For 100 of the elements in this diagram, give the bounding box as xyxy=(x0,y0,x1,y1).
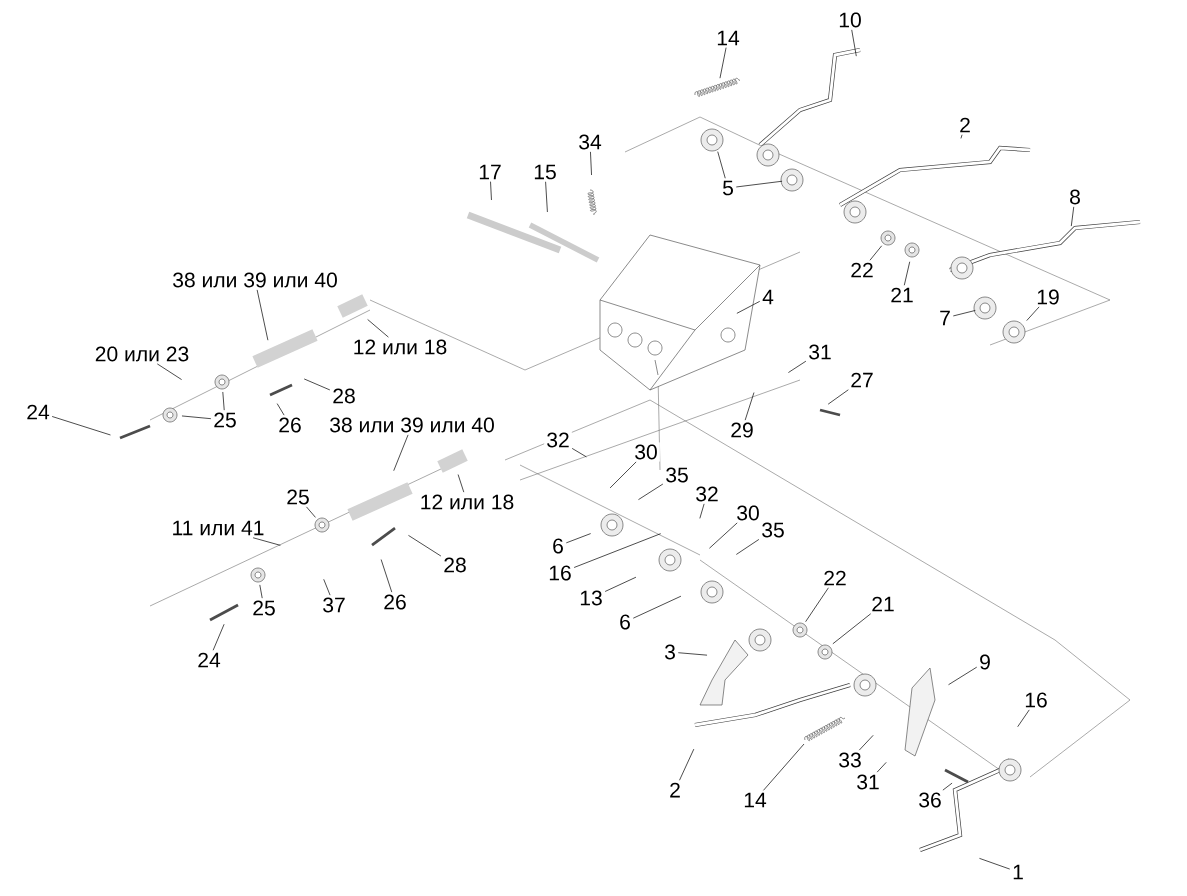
leader-line xyxy=(960,134,963,139)
leader-line xyxy=(393,434,409,472)
callout-number: 15 xyxy=(531,162,559,182)
callout-number: 22 xyxy=(848,260,876,280)
leader-line xyxy=(952,310,976,317)
callout-number: 19 xyxy=(1034,287,1062,307)
leader-line xyxy=(851,29,857,57)
leader-line xyxy=(1017,709,1030,728)
callout-number: 21 xyxy=(888,285,916,305)
callout-number: 25 xyxy=(211,410,239,430)
callout-number: 35 xyxy=(663,465,691,485)
callout-number: 14 xyxy=(741,790,769,810)
callout-number: 21 xyxy=(869,594,897,614)
leader-line xyxy=(490,181,492,201)
leader-line xyxy=(699,503,705,519)
leader-line xyxy=(805,587,829,623)
callout-number: 14 xyxy=(714,28,742,48)
leader-line xyxy=(942,782,953,791)
leader-line xyxy=(156,363,182,380)
callout-number: 27 xyxy=(848,370,876,390)
leader-line xyxy=(638,483,664,500)
callout-number: 9 xyxy=(977,652,993,672)
leader-line xyxy=(1026,306,1040,321)
leader-line xyxy=(632,595,682,619)
callout-number: 36 xyxy=(916,790,944,810)
callout-number: 6 xyxy=(617,612,633,632)
leader-line xyxy=(788,360,807,373)
leader-line xyxy=(679,748,695,781)
leader-line xyxy=(609,461,637,489)
leader-line xyxy=(545,181,548,213)
callout-number: 38 или 39 или 40 xyxy=(327,415,497,435)
leader-line xyxy=(735,180,783,188)
callout-number: 16 xyxy=(546,563,574,583)
callout-number: 30 xyxy=(632,442,660,462)
leader-line xyxy=(571,448,587,458)
leader-line xyxy=(876,762,887,773)
callout-number: 32 xyxy=(544,430,572,450)
leader-line xyxy=(736,301,761,314)
callout-number: 38 или 39 или 40 xyxy=(170,270,340,290)
callout-number: 16 xyxy=(1022,690,1050,710)
callout-number: 26 xyxy=(381,592,409,612)
callout-number: 6 xyxy=(550,536,566,556)
callout-number: 20 или 23 xyxy=(92,344,192,364)
callout-number: 32 xyxy=(693,484,721,504)
leader-line xyxy=(869,245,883,261)
callout-number: 7 xyxy=(937,308,953,328)
leader-line xyxy=(565,533,591,544)
leader-line xyxy=(717,151,726,179)
leader-line xyxy=(948,666,978,686)
callout-number: 5 xyxy=(720,178,736,198)
leader-line xyxy=(323,578,331,596)
callout-number: 34 xyxy=(576,132,604,152)
leader-line xyxy=(181,415,212,420)
leader-line xyxy=(212,623,225,651)
leader-line xyxy=(590,151,592,176)
leader-line xyxy=(979,858,1011,870)
callout-number: 10 xyxy=(836,10,864,30)
leader-line xyxy=(827,389,849,405)
leader-line xyxy=(408,535,442,557)
leader-line xyxy=(858,734,874,751)
leader-line xyxy=(380,559,393,593)
leader-line xyxy=(457,474,465,493)
leader-line xyxy=(573,533,662,568)
leader-line xyxy=(1070,206,1075,227)
callout-number: 31 xyxy=(854,772,882,792)
callout-number: 37 xyxy=(320,595,348,615)
leader-line xyxy=(832,613,872,645)
leader-line xyxy=(763,743,805,791)
callout-number: 25 xyxy=(284,487,312,507)
callout-number: 11 или 41 xyxy=(169,518,267,538)
leader-line xyxy=(709,522,738,549)
callout-number: 26 xyxy=(276,415,304,435)
callout-number: 17 xyxy=(476,162,504,182)
callout-number: 30 xyxy=(734,503,762,523)
callout-number: 29 xyxy=(728,420,756,440)
callout-number: 12 или 18 xyxy=(350,337,450,357)
leader-line xyxy=(222,391,225,411)
callout-number: 8 xyxy=(1067,187,1083,207)
leader-line xyxy=(367,319,389,338)
callout-number: 33 xyxy=(836,750,864,770)
leader-line xyxy=(303,378,331,391)
callout-number: 31 xyxy=(806,342,834,362)
callout-number: 13 xyxy=(577,588,605,608)
leader-line xyxy=(306,506,316,518)
callout-number: 12 или 18 xyxy=(417,492,517,512)
leader-line xyxy=(604,576,637,592)
callout-number: 24 xyxy=(195,650,223,670)
leader-line xyxy=(256,289,269,341)
callout-number: 2 xyxy=(667,780,683,800)
leader-line xyxy=(677,652,708,656)
callout-number: 3 xyxy=(662,642,678,662)
leader-line xyxy=(276,403,285,416)
callout-number: 24 xyxy=(24,402,52,422)
callout-number: 35 xyxy=(759,520,787,540)
leader-line xyxy=(719,47,727,79)
leader-line xyxy=(259,584,263,599)
leader-line xyxy=(252,537,281,546)
callout-number: 28 xyxy=(330,386,358,406)
callout-number: 2 xyxy=(957,115,973,135)
callout-number: 4 xyxy=(760,287,776,307)
